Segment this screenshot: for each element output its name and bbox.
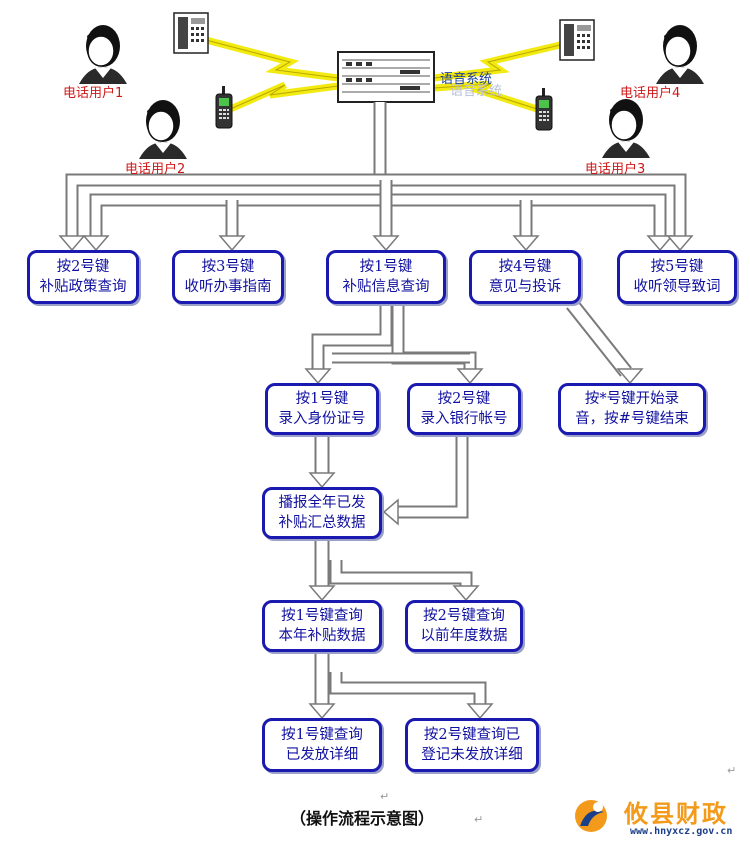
- user-2-label: 电话用户2: [125, 162, 186, 177]
- node-line: 音，按#号键结束: [575, 411, 689, 427]
- paragraph-mark: ↵: [727, 764, 737, 777]
- arrow-bank-to-broadcast: [398, 435, 467, 517]
- user-2-person-icon: [138, 99, 188, 160]
- node-line: 收听办事指南: [184, 279, 272, 295]
- node-key2-unissued-detail: 按2号键查询已 登记未发放详细: [405, 718, 539, 772]
- lightning-link-2: [226, 81, 339, 114]
- node-record-message: 按*号键开始录 音，按#号键结束: [558, 383, 706, 435]
- node-line: 按1号键: [359, 259, 413, 275]
- arrow-head-key5a: [646, 235, 674, 252]
- user-4-person-icon: [655, 24, 705, 85]
- lightning-link-edge-1: [205, 39, 339, 79]
- node-key2-policy-query: 按2号键 补贴政策查询: [27, 250, 139, 304]
- flow-arrows: [58, 102, 694, 720]
- paragraph-mark: ↵: [474, 813, 484, 826]
- arrow-head-issued: [308, 703, 336, 720]
- arrow-head-key1: [372, 235, 400, 252]
- node-line: 按1号键: [295, 391, 349, 407]
- paragraph-mark: ↵: [380, 790, 390, 803]
- arrow-head-broadcast-side: [382, 498, 399, 526]
- arrow-bank-to-broadcast-outline: [398, 435, 469, 519]
- node-line: 按2号键查询已: [423, 727, 521, 743]
- node-line: 意见与投诉: [488, 279, 562, 295]
- user-3-mobile-icon: [535, 87, 553, 131]
- node-line: 按4号键: [498, 259, 552, 275]
- node-key1-id-number: 按1号键 录入身份证号: [265, 383, 379, 435]
- diagram-caption: （操作流程示意图）: [290, 809, 435, 828]
- user-1-label: 电话用户1: [63, 86, 124, 101]
- arrow-bus-outer: [67, 175, 685, 236]
- user-1-person-icon: [78, 24, 128, 85]
- arrow-head-thisyear: [308, 585, 336, 602]
- node-line: 录入银行帐号: [420, 411, 508, 427]
- arrow-head-record: [616, 368, 644, 385]
- node-line: 录入身份证号: [278, 411, 366, 427]
- user-3-person-icon: [601, 98, 651, 159]
- node-line: 收听领导致词: [633, 279, 721, 295]
- node-key2-bank-account: 按2号键 录入银行帐号: [407, 383, 521, 435]
- lightning-link-edge-2: [227, 84, 339, 111]
- arrow-head-bank: [456, 368, 484, 385]
- arrow-complaint-to-record: [567, 300, 631, 376]
- arrow-head-id: [304, 368, 332, 385]
- node-line: 补贴汇总数据: [278, 515, 366, 531]
- node-line: 按5号键: [650, 259, 704, 275]
- node-key1-subsidy-info: 按1号键 补贴信息查询: [326, 250, 446, 304]
- user-4-deskphone-icon: [559, 19, 595, 61]
- arrow-head-unissued: [466, 703, 494, 720]
- node-line: 按1号键查询: [281, 608, 363, 624]
- node-key1-this-year: 按1号键查询 本年补贴数据: [262, 600, 382, 652]
- node-line: 按2号键: [56, 259, 110, 275]
- arrow-head-key2b: [82, 235, 110, 252]
- arrow-head-broadcast: [308, 472, 336, 489]
- arrow-info-to-id: [313, 304, 391, 370]
- node-broadcast-annual-summary: 播报全年已发 补贴汇总数据: [262, 487, 382, 539]
- arrow-head-key5b: [666, 235, 694, 252]
- arrow-bus-inner-outline: [89, 193, 667, 236]
- user-1-deskphone-icon: [173, 12, 209, 54]
- connection-lightning: [205, 36, 561, 114]
- node-key5-leader-speech: 按5号键 收听领导致词: [617, 250, 737, 304]
- node-line: 补贴信息查询: [342, 279, 430, 295]
- node-key2-previous-years: 按2号键查询 以前年度数据: [405, 600, 523, 652]
- user-4-label: 电话用户4: [620, 86, 681, 101]
- arrow-bus-outer-outline: [65, 173, 687, 236]
- node-key1-issued-detail: 按1号键查询 已发放详细: [262, 718, 382, 772]
- node-line: 按2号键: [437, 391, 491, 407]
- watermark-title: 攸县财政: [624, 800, 728, 828]
- arrow-head-prevyear: [452, 585, 480, 602]
- node-line: 补贴政策查询: [39, 279, 127, 295]
- voice-system-label: 语音系统: [440, 72, 493, 87]
- arrow-head-key4: [512, 235, 540, 252]
- arrow-head-key3: [218, 235, 246, 252]
- node-line: 本年补贴数据: [278, 628, 366, 644]
- arrow-head-key2a: [58, 235, 86, 252]
- node-key3-guide: 按3号键 收听办事指南: [172, 250, 284, 304]
- arrow-broadcast-to-prevyear: [331, 560, 471, 588]
- user-2-mobile-icon: [215, 85, 233, 129]
- arrow-bus-inner: [91, 195, 665, 236]
- node-line: 按3号键: [201, 259, 255, 275]
- node-line: 以前年度数据: [420, 628, 508, 644]
- voice-system-server-icon: [337, 51, 435, 103]
- lightning-link-edge-4: [433, 83, 541, 111]
- node-key4-complaint: 按4号键 意见与投诉: [469, 250, 581, 304]
- lightning-link-edge-3: [433, 44, 561, 79]
- node-line: 登记未发放详细: [421, 747, 523, 763]
- voice-system-label-shadow: 语音系统: [450, 84, 503, 99]
- node-line: 播报全年已发: [278, 495, 366, 511]
- node-line: 按1号键查询: [281, 727, 363, 743]
- user-3-label: 电话用户3: [585, 162, 646, 177]
- watermark-url: www.hnyxcz.gov.cn: [630, 826, 733, 837]
- node-line: 按2号键查询: [423, 608, 505, 624]
- node-line: 按*号键开始录: [584, 391, 680, 407]
- node-line: 已发放详细: [285, 747, 359, 763]
- hnyxcz-logo-icon: [575, 800, 607, 832]
- arrow-thisyear-to-unissued: [331, 672, 485, 706]
